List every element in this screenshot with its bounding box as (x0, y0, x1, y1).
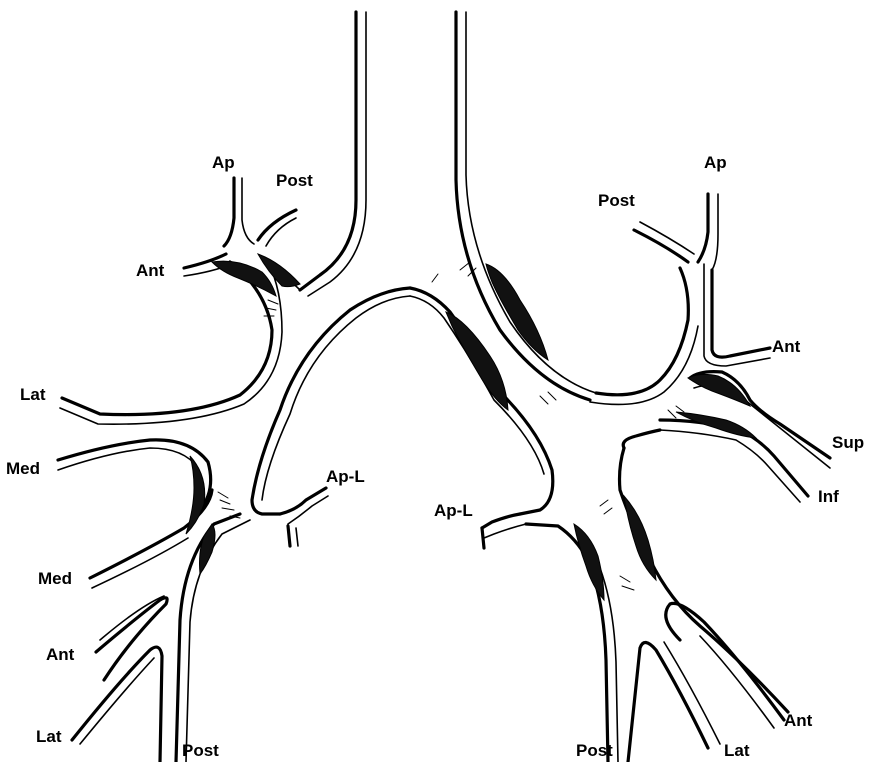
label-left-lat: Lat (20, 385, 46, 404)
trachea (300, 12, 596, 400)
label-right-post-lower: Post (576, 741, 613, 760)
right-main-bronchus (410, 264, 698, 514)
label-left-ant-lower: Ant (46, 645, 75, 664)
left-lower-branches (58, 440, 250, 762)
label-right-upper-ap: Ap (704, 153, 727, 172)
label-right-ant-lower: Ant (784, 711, 813, 730)
label-left-lat-lower: Lat (36, 727, 62, 746)
label-left-med-upper: Med (6, 459, 40, 478)
label-right-upper-post: Post (598, 191, 635, 210)
label-right-lat-lower: Lat (724, 741, 750, 760)
right-middle-branches (623, 372, 830, 502)
labels: Ap Post Ant Lat Med Med Ant Lat Post Ap-… (6, 153, 864, 760)
label-left-upper-ap: Ap (212, 153, 235, 172)
label-right-ant-mid: Ant (772, 337, 801, 356)
left-upper-branches (60, 178, 300, 424)
label-right-inf: Inf (818, 487, 839, 506)
right-lower-branches (482, 448, 788, 762)
label-right-ap-l: Ap-L (434, 501, 473, 520)
label-left-ap-l: Ap-L (326, 467, 365, 486)
label-left-upper-post: Post (276, 171, 313, 190)
label-left-upper-ant: Ant (136, 261, 165, 280)
right-upper-branches (634, 194, 770, 366)
left-main-bronchus (252, 288, 410, 546)
label-left-post-lower: Post (182, 741, 219, 760)
label-left-med-lower: Med (38, 569, 72, 588)
label-right-sup: Sup (832, 433, 864, 452)
left-hatching (218, 300, 278, 518)
